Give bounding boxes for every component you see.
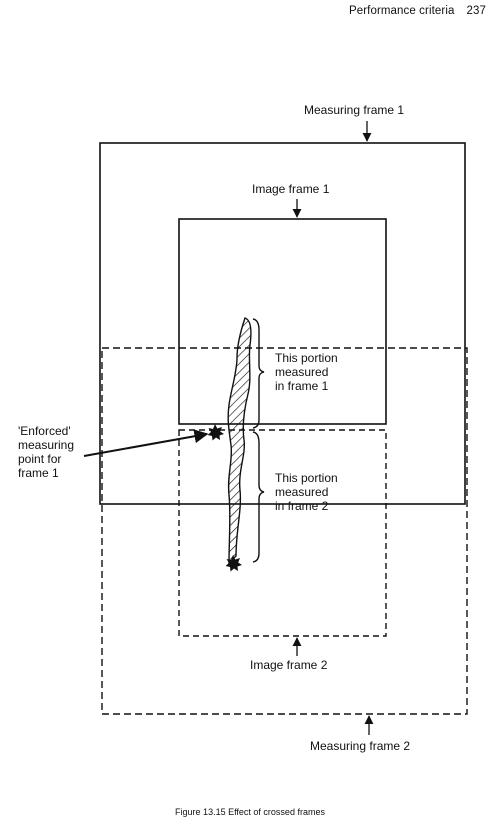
portion-frame-2-line-1: This portion	[275, 471, 338, 485]
enforced-point-label: 'Enforced' measuring point for frame 1	[18, 424, 74, 480]
enforced-point-line-4: frame 1	[18, 466, 59, 480]
brace-frame-2	[252, 431, 265, 563]
enforced-point-star-icon	[207, 424, 224, 441]
page-number: 237	[466, 5, 486, 17]
enforced-point-line-1: 'Enforced'	[18, 424, 71, 438]
portion-frame-2-line-2: measured	[275, 485, 329, 499]
image-frame-2-label: Image frame 2	[250, 658, 328, 672]
image-frame-1-label: Image frame 1	[252, 182, 330, 196]
portion-frame-1-line-3: in frame 1	[275, 379, 329, 393]
brace-frame-1	[252, 318, 265, 429]
portion-frame-2-label: This portion measured in frame 2	[275, 471, 338, 513]
portion-frame-2-line-3: in frame 2	[275, 499, 329, 513]
measuring-frame-2	[101, 347, 468, 715]
measuring-frame-1-label: Measuring frame 1	[304, 103, 405, 117]
lower-point-star-icon	[225, 555, 242, 572]
portion-frame-1-line-1: This portion	[275, 351, 338, 365]
portion-frame-1-label: This portion measured in frame 1	[275, 351, 338, 393]
enforced-point-arrow	[83, 429, 209, 457]
figure-caption: Figure 13.15 Effect of crossed frames	[175, 807, 325, 817]
header-title: Performance criteria	[348, 5, 455, 17]
enforced-point-line-3: point for	[18, 452, 62, 466]
image-frame-1	[178, 218, 387, 425]
measuring-frame-1	[99, 142, 466, 505]
running-header: Performance criteria 237	[349, 5, 486, 17]
hatched-object	[227, 317, 252, 565]
portion-frame-1-line-2: measured	[275, 365, 329, 379]
measuring-frame-2-label: Measuring frame 2	[310, 739, 411, 753]
image-frame-2	[178, 429, 387, 637]
enforced-point-line-2: measuring	[18, 438, 75, 452]
